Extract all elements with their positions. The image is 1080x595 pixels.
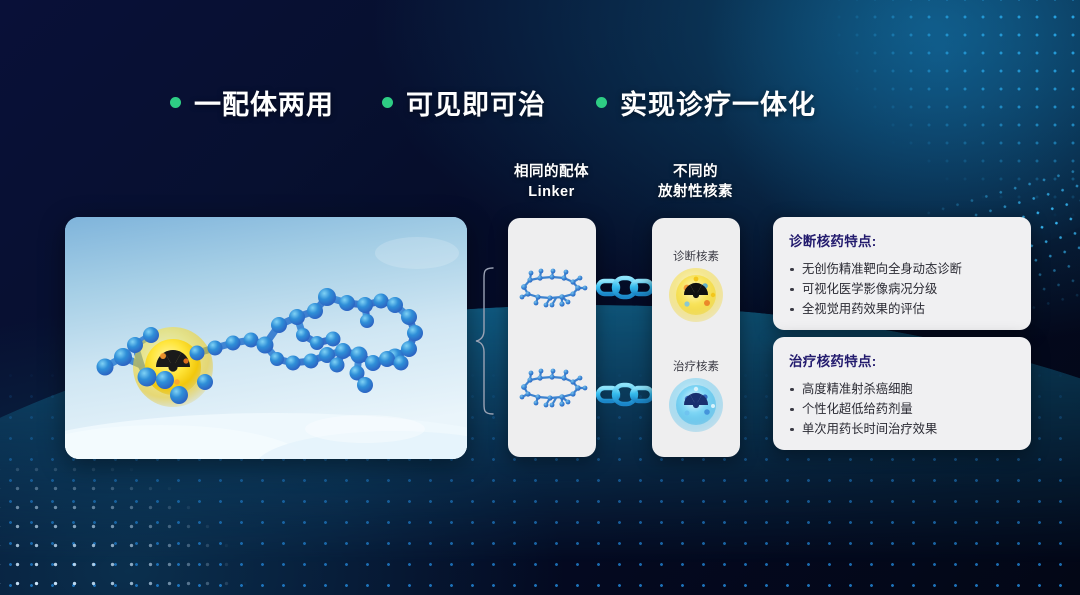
chain-link-icon xyxy=(595,382,655,413)
headline-label-2: 可见即可治 xyxy=(406,90,546,120)
radioligand-molecule-illustration xyxy=(65,217,467,459)
headline-row: 一配体两用 可见即可治 实现诊疗一体化 xyxy=(170,83,816,122)
ligand-molecule-top xyxy=(516,266,588,315)
therapeutic-nuclide-icon xyxy=(667,376,725,439)
chain-link-icon xyxy=(595,275,655,306)
headline-item-2: 可见即可治 xyxy=(382,83,546,122)
therapeutic-info-card: 治疗核药特点: 高度精准射杀癌细胞 个性化超低给药剂量 单次用药长时间治疗效果 xyxy=(773,337,1031,450)
diagnostic-info-card: 诊断核药特点: 无创伤精准靶向全身动态诊断 可视化医学影像病况分级 全视觉用药效… xyxy=(773,217,1031,330)
list-item: 无创伤精准靶向全身动态诊断 xyxy=(789,259,1015,279)
list-item: 全视觉用药效果的评估 xyxy=(789,299,1015,319)
linker-column-label: 相同的配体 Linker xyxy=(489,162,614,202)
list-item: 个性化超低给药剂量 xyxy=(789,399,1015,419)
therapeutic-nuclide-label: 治疗核素 xyxy=(673,361,719,373)
linker-panel xyxy=(508,218,596,457)
diagnostic-card-list: 无创伤精准靶向全身动态诊断 可视化医学影像病况分级 全视觉用药效果的评估 xyxy=(789,259,1015,319)
therapeutic-card-list: 高度精准射杀癌细胞 个性化超低给药剂量 单次用药长时间治疗效果 xyxy=(789,379,1015,439)
therapeutic-card-title: 治疗核药特点: xyxy=(789,354,877,369)
green-dot-icon xyxy=(170,97,181,108)
headline-item-1: 一配体两用 xyxy=(170,83,334,122)
nuclide-panel: 诊断核素 xyxy=(652,218,740,457)
list-item: 单次用药长时间治疗效果 xyxy=(789,419,1015,439)
diagnostic-nuclide-icon xyxy=(667,266,725,329)
green-dot-icon xyxy=(596,97,607,108)
nuclide-label-line2: 放射性核素 xyxy=(658,184,733,200)
nuclide-label-line1: 不同的 xyxy=(673,164,718,180)
headline-label-1: 一配体两用 xyxy=(194,90,334,120)
linker-label-line2: Linker xyxy=(528,184,575,200)
list-item: 高度精准射杀癌细胞 xyxy=(789,379,1015,399)
headline-item-3: 实现诊疗一体化 xyxy=(596,83,816,122)
nuclide-column-label: 不同的 放射性核素 xyxy=(633,162,758,202)
ligand-molecule-bottom xyxy=(516,366,588,415)
green-dot-icon xyxy=(382,97,393,108)
linker-label-line1: 相同的配体 xyxy=(514,164,589,180)
left-curly-brace xyxy=(474,266,496,421)
headline-label-3: 实现诊疗一体化 xyxy=(620,90,816,120)
list-item: 可视化医学影像病况分级 xyxy=(789,279,1015,299)
diagnostic-card-title: 诊断核药特点: xyxy=(789,234,877,249)
diagnostic-nuclide-label: 诊断核素 xyxy=(673,251,719,263)
